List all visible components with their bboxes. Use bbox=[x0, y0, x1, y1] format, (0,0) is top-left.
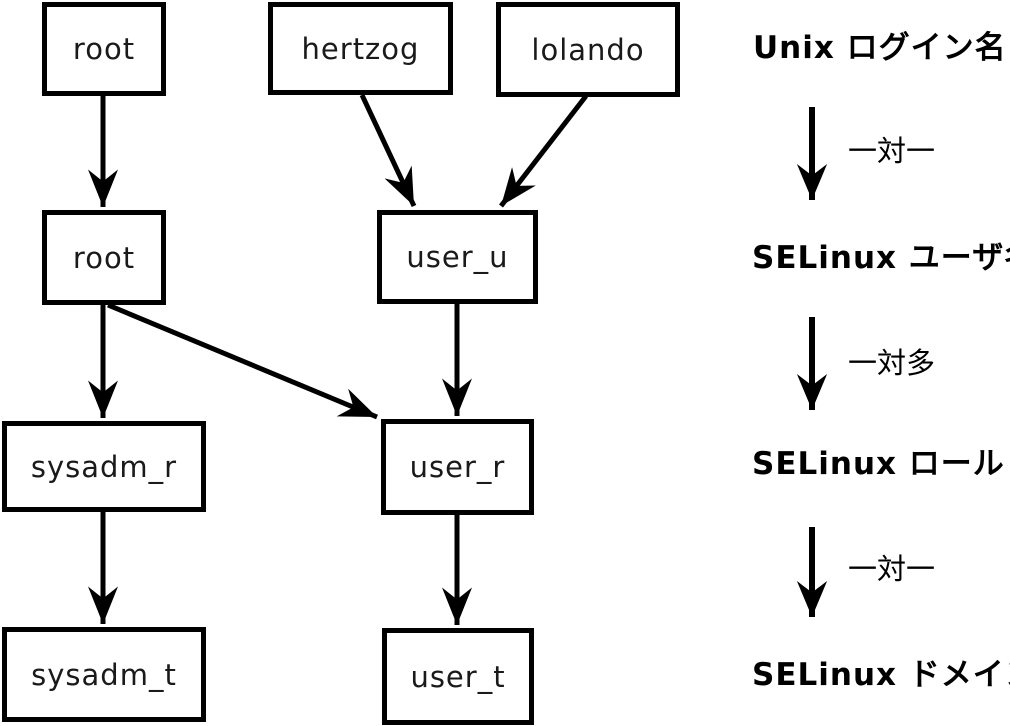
edge-user-root-to-role-user_r bbox=[107, 302, 378, 420]
node-selinux-user-root: root bbox=[42, 210, 166, 305]
node-unix-login-lolando: lolando bbox=[496, 2, 680, 97]
legend-level-selinux-domain: SELinux ドメイン bbox=[752, 657, 1010, 693]
legend-relation-one-to-one-2: 一対一 bbox=[848, 552, 936, 586]
node-label: lolando bbox=[531, 32, 645, 67]
node-label: root bbox=[72, 32, 136, 66]
legend-relation-one-to-many: 一対多 bbox=[848, 346, 936, 380]
legend-level-selinux-user-name: SELinux ユーザ名 bbox=[752, 240, 1010, 276]
node-label: user_t bbox=[410, 659, 506, 694]
node-unix-login-hertzog: hertzog bbox=[268, 2, 453, 95]
edge-login-lolando-to-user-user_u bbox=[499, 94, 588, 208]
node-selinux-user-user_u: user_u bbox=[377, 210, 538, 304]
node-unix-login-root: root bbox=[42, 2, 166, 96]
node-selinux-domain-sysadm_t: sysadm_t bbox=[2, 627, 206, 722]
legend-level-selinux-role: SELinux ロール bbox=[752, 446, 1005, 482]
node-label: user_r bbox=[409, 450, 506, 484]
edge-login-hertzog-to-user-user_u bbox=[359, 93, 417, 208]
node-label: root bbox=[72, 240, 136, 275]
node-label: sysadm_r bbox=[30, 449, 178, 484]
node-label: hertzog bbox=[301, 31, 420, 66]
node-selinux-domain-user_t: user_t bbox=[382, 628, 534, 725]
node-label: user_u bbox=[406, 240, 509, 274]
legend-relation-one-to-one-1: 一対一 bbox=[848, 134, 936, 168]
node-label: sysadm_t bbox=[31, 657, 177, 692]
node-selinux-role-user_r: user_r bbox=[381, 419, 534, 515]
node-selinux-role-sysadm_r: sysadm_r bbox=[2, 421, 206, 512]
legend-level-unix-login-name: Unix ログイン名 bbox=[753, 30, 1007, 66]
